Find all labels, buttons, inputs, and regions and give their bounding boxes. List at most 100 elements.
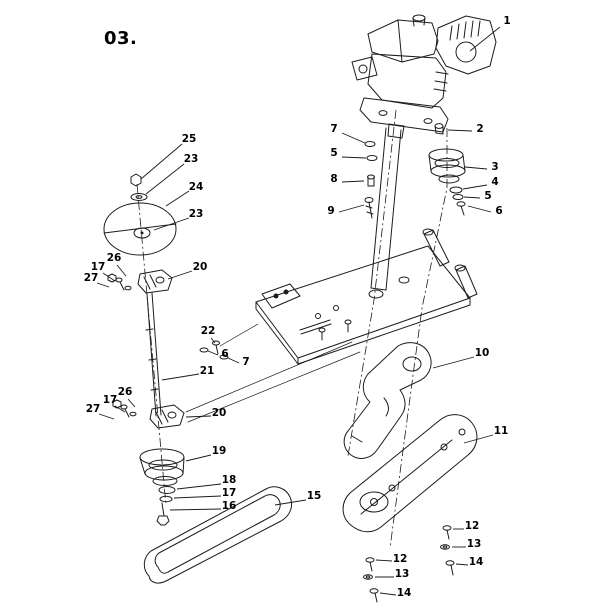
callout-leader-6 (207, 350, 219, 356)
callout-leader-17 (102, 272, 116, 282)
spindle-top-stack (103, 173, 177, 256)
callout-label-10: 10 (475, 347, 490, 359)
engine-column (370, 127, 402, 291)
callout-label-17: 17 (103, 394, 118, 406)
engine (351, 14, 497, 139)
callout-label-22: 22 (201, 325, 216, 337)
callout-leader-5 (463, 196, 481, 199)
carburetor (351, 56, 378, 81)
deck-bracket (261, 283, 301, 309)
handle-tube (455, 265, 478, 299)
callout-label-23: 23 (184, 153, 199, 165)
callout-leader-15 (274, 499, 307, 506)
guard-fasteners-right (440, 525, 455, 576)
callout-label-6: 6 (221, 348, 228, 360)
callout-leader-7 (341, 132, 366, 144)
part-2-spacer (434, 123, 444, 135)
callout-leader-10 (432, 356, 475, 369)
callout-label-1: 1 (503, 15, 510, 27)
callout-label-16: 16 (222, 500, 237, 512)
callout-label-5: 5 (330, 147, 337, 159)
callout-leader-24 (165, 190, 190, 207)
callout-leader-22 (210, 337, 216, 344)
disc-cover (103, 202, 177, 256)
callout-label-14: 14 (469, 556, 484, 568)
spindle-pulley-stack (139, 448, 185, 526)
callout-leader-25 (140, 143, 183, 180)
callout-label-17: 17 (91, 261, 106, 273)
callout-label-26: 26 (107, 252, 122, 264)
callout-leader-21 (161, 373, 200, 381)
callout-leader-27 (96, 282, 110, 288)
callout-leader-20 (185, 415, 212, 418)
callout-label-18: 18 (222, 474, 237, 486)
callout-label-7: 7 (330, 123, 337, 135)
callout-label-12: 12 (393, 553, 408, 565)
callout-leader-17 (173, 495, 222, 499)
callout-leader-5 (341, 156, 367, 159)
callout-leader-20 (167, 270, 193, 280)
callout-leader-6 (467, 205, 492, 213)
callout-leader-3 (464, 166, 488, 170)
callout-leader-19 (185, 454, 212, 462)
callout-label-26: 26 (118, 386, 133, 398)
assembly-reference-lines (185, 323, 361, 423)
callout-label-13: 13 (395, 568, 410, 580)
callout-label-21: 21 (200, 365, 215, 377)
callout-leader-14 (455, 563, 469, 566)
callout-leader-27 (98, 413, 115, 420)
handle-tube (423, 229, 450, 267)
belt-guard (342, 414, 478, 533)
callout-leader-26 (127, 398, 136, 408)
callout-label-12: 12 (465, 520, 480, 532)
callout-label-27: 27 (84, 272, 99, 284)
engine-block (367, 53, 447, 109)
callout-leader-18 (176, 483, 222, 490)
callout-label-25: 25 (182, 133, 197, 145)
callout-leader-23 (145, 163, 185, 195)
callout-leader-16 (169, 508, 222, 511)
callout-label-20: 20 (193, 261, 208, 273)
callout-label-7: 7 (242, 356, 249, 368)
callout-label-23: 23 (189, 208, 204, 220)
callout-label-4: 4 (491, 176, 498, 188)
recoil-housing (435, 15, 497, 75)
callout-leader-14 (379, 592, 397, 596)
callout-label-13: 13 (467, 538, 482, 550)
callout-leader-12 (375, 559, 393, 562)
height-adjust-arm (343, 342, 432, 459)
callout-label-6: 6 (495, 205, 502, 217)
callout-leader-2 (447, 129, 473, 132)
fuel-cap (412, 14, 426, 22)
callout-label-3: 3 (491, 161, 498, 173)
callout-label-19: 19 (212, 445, 227, 457)
callout-label-20: 20 (212, 407, 227, 419)
drive-belt (143, 486, 293, 584)
callout-leader-11 (463, 434, 494, 444)
figure-label: 03. (104, 28, 138, 49)
callout-leader-23 (153, 217, 190, 231)
callout-label-8: 8 (330, 173, 337, 185)
callout-leader-1 (469, 26, 501, 52)
callout-label-17: 17 (222, 487, 237, 499)
upper-bracket (107, 269, 173, 294)
callout-label-27: 27 (86, 403, 101, 415)
callout-leader-17 (114, 405, 126, 413)
column-fasteners (364, 141, 378, 219)
callout-label-24: 24 (189, 181, 204, 193)
spindle-shaft (145, 292, 162, 417)
callout-label-15: 15 (307, 490, 322, 502)
callout-label-14: 14 (397, 587, 412, 599)
callout-leader-8 (341, 180, 365, 183)
callout-leader-7 (227, 357, 240, 364)
callout-leader-9 (338, 204, 365, 213)
engine-pulley (428, 148, 466, 216)
mid-fasteners (199, 340, 229, 360)
callout-label-9: 9 (327, 205, 334, 217)
callout-label-11: 11 (494, 425, 509, 437)
lower-bracket (112, 399, 185, 429)
deck-plate (255, 228, 478, 365)
